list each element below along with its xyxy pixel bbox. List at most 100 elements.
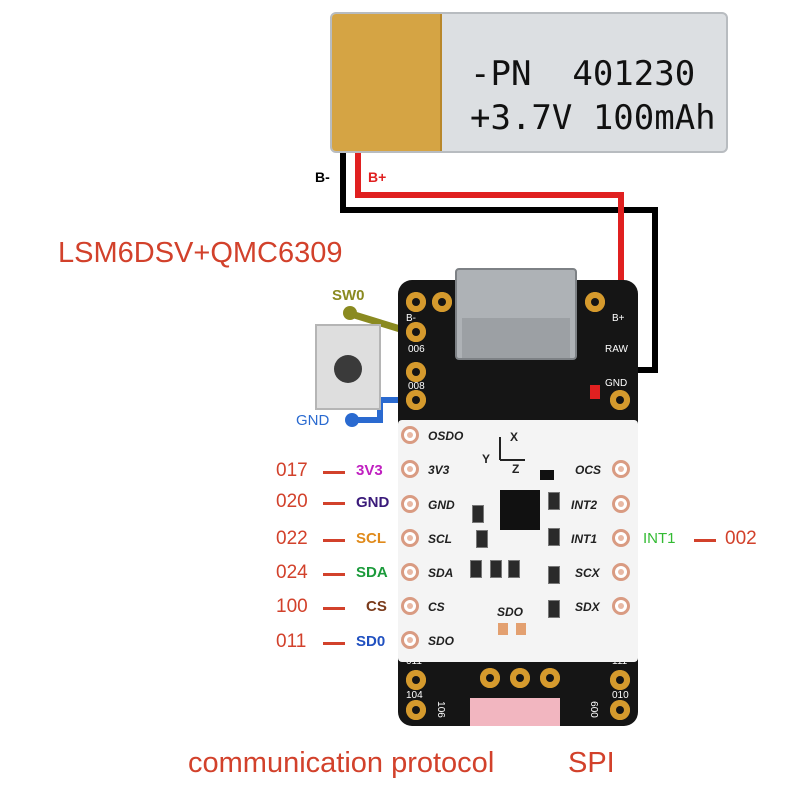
module-label-scl: SCL [428,532,452,546]
module-center-label: SDO [497,605,524,619]
battery-cap [332,14,442,151]
mag-chip [540,470,554,480]
solder-pad-1 [498,623,508,635]
battery-label: -PN 401230 +3.7V 100mAh [470,52,716,140]
battery-line2: +3.7V 100mAh [470,98,716,138]
pad-bottom-left-2 [406,700,426,720]
silk-008: 008 [408,381,425,392]
silk-raw: RAW [605,344,628,355]
pad-bottom-mid-1 [480,668,500,688]
signal-cs: CS [366,598,387,615]
pad-top-left-1 [406,292,426,312]
silk-gnd: GND [605,378,628,389]
usb-connector-inner [462,318,570,358]
pad-bottom-mid-2 [510,668,530,688]
smd-9 [548,600,560,618]
module-pin-int1 [612,529,630,547]
signal-3v3: 3V3 [356,462,383,479]
smd-3 [548,492,560,510]
gnd-label: GND [296,412,330,429]
signal-gnd: GND [356,494,390,511]
dash-011 [323,642,345,645]
dash-024 [323,573,345,576]
module-label-osdo: OSDO [428,429,464,443]
axis-marker [499,437,525,461]
module-pin-scl [401,529,419,547]
imu-chip [500,490,540,530]
dash-002 [694,539,716,542]
ext-pin-002: 002 [725,528,757,549]
dash-017 [323,471,345,474]
negative-wire [340,150,658,373]
pad-006 [406,322,426,342]
pad-gnd-right [610,390,630,410]
module-label-cs: CS [428,600,445,614]
module-label-3v3: 3V3 [428,463,450,477]
switch-button [334,355,362,383]
pad-top-right-1 [585,292,605,312]
smd-2 [476,530,488,548]
module-label-sda: SDA [428,566,454,580]
silk-600: 600 [587,701,599,718]
pad-top-left-2 [432,292,452,312]
module-label-sdo: SDO [428,634,455,648]
ext-pin-011: 011 [276,631,307,652]
dash-020 [323,502,345,505]
pad-gnd-left [406,390,426,410]
module-label-scx: SCX [575,566,600,580]
smd-6 [490,560,502,578]
silk-006: 006 [408,344,425,355]
smd-1 [472,505,484,523]
lead-neg-label: B- [315,169,330,185]
pad-bottom-right-1 [610,670,630,690]
pad-008 [406,362,426,382]
page-title: LSM6DSV+QMC6309 [58,237,343,269]
smd-4 [548,528,560,546]
ext-pin-020: 020 [276,491,308,512]
signal-sda: SDA [356,564,388,581]
battery-line1: -PN 401230 [470,54,696,94]
silk-106: 106 [434,701,446,718]
footer-protocol: communication protocol [188,747,495,779]
silk-010: 010 [612,690,629,701]
module-pin-ocs [612,460,630,478]
switch-wire-end [343,306,357,320]
pad-bottom-mid-3 [540,668,560,688]
module-pin-3v3 [401,460,419,478]
solder-pad-2 [516,623,526,635]
pad-bottom-left-1 [406,670,426,690]
ext-pin-017: 017 [276,460,308,481]
module-pin-scx [612,563,630,581]
module-label-int1: INT1 [571,532,598,546]
ext-pin-100: 100 [276,596,308,617]
signal-int1: INT1 [643,530,676,547]
smd-8 [548,566,560,584]
module-pin-gnd [401,495,419,513]
axis-x-label: X [510,430,519,444]
sw0-label: SW0 [332,287,365,304]
led [590,385,600,399]
module-label-ocs: OCS [575,463,602,477]
module-pin-osdo [401,426,419,444]
gnd-wire-end [345,413,359,427]
module-pin-sdo [401,631,419,649]
dash-100 [323,607,345,610]
module-pin-sdx [612,597,630,615]
ext-pin-024: 024 [276,562,308,583]
module-label-int2: INT2 [571,498,598,512]
footer-mode: SPI [568,747,615,779]
axis-z-label: Z [512,462,520,476]
pad-bottom-right-2 [610,700,630,720]
smd-5 [470,560,482,578]
ext-pin-022: 022 [276,528,308,549]
silk-b-minus: B- [406,313,416,324]
lead-pos-label: B+ [368,169,387,185]
module-label-sdx: SDX [575,600,600,614]
module-pin-cs [401,597,419,615]
module-label-gnd: GND [428,498,455,512]
bottom-connector [470,698,560,726]
signal-scl: SCL [356,530,386,547]
silk-b-plus: B+ [612,313,625,324]
battery [330,12,728,153]
module-pin-int2 [612,495,630,513]
